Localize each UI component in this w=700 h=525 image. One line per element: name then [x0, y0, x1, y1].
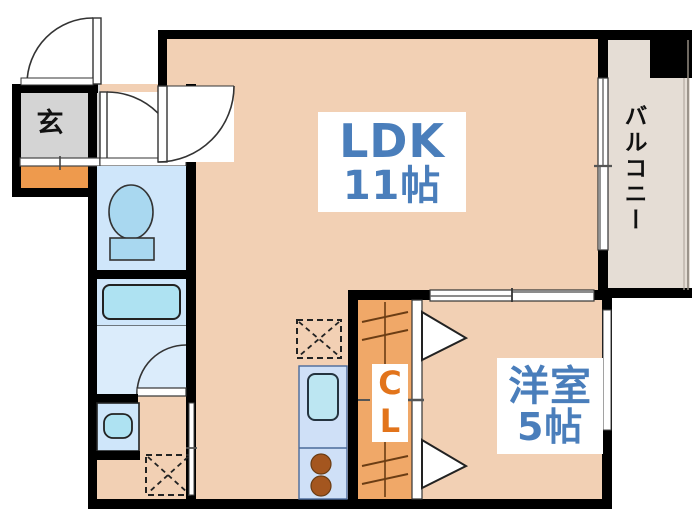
closet-hanger-2b: [361, 473, 409, 485]
wall-entrance-bottom: [12, 188, 98, 197]
kitchen-sink-basin: [307, 373, 339, 421]
wall-closet-left: [348, 290, 358, 509]
ldk-label-line1: LDK: [339, 113, 445, 168]
entrance-door-swing-arc: [26, 17, 94, 85]
wall-hall-right: [186, 84, 196, 508]
kitchen-counter: [298, 365, 348, 500]
washroom-fill: [97, 326, 186, 394]
wall-balcony-top: [608, 30, 652, 40]
entrance-door-panel: [92, 17, 102, 85]
wall-toilet-bathroom: [88, 270, 196, 279]
balcony-railing: [683, 40, 689, 290]
balcony-floor: [608, 38, 690, 296]
bedroom-sliding-door[interactable]: [429, 288, 595, 302]
bathroom-door-panel: [136, 387, 187, 397]
bedroom-label-line1: 洋室: [508, 361, 592, 410]
entrance-door[interactable]: [20, 17, 102, 86]
fridge-outline: [296, 319, 342, 359]
ldk-door[interactable]: [157, 85, 235, 163]
closet-hanger-1b: [361, 329, 409, 341]
room-label-closet: C L: [372, 364, 408, 442]
bedroom-window: [602, 309, 612, 431]
refrigerator-space: [296, 319, 342, 359]
ldk-door-panel: [157, 85, 168, 163]
ldk-label-line2: 11帖: [342, 163, 442, 210]
wall-top: [158, 30, 614, 39]
wall-balcony-nub: [598, 250, 608, 298]
closet-hanger-2a: [361, 455, 409, 467]
cooktop-burner-1: [310, 453, 332, 475]
toilet: [97, 166, 186, 270]
closet-door-leaf-top: [421, 310, 469, 362]
bedroom-window-frame: [602, 309, 612, 431]
cooktop-burner-2: [310, 475, 332, 497]
ldk-door-opening: [158, 86, 234, 162]
closet-label-line1: C: [378, 364, 402, 403]
bathtub: [102, 284, 181, 320]
bathroom-door-swing-arc: [136, 344, 187, 395]
hall-door-panel: [99, 91, 108, 165]
hall-tick-rail: [188, 402, 195, 496]
room-label-ldk: LDK 11帖: [318, 112, 466, 212]
wall-balcony-top-right: [650, 30, 692, 78]
closet-bifold-doors[interactable]: [404, 299, 469, 500]
closet-label-line2: L: [379, 402, 401, 440]
bathroom-door[interactable]: [136, 344, 187, 397]
wall-kitchen-bottom: [186, 499, 350, 509]
room-label-entrance: 玄: [36, 107, 64, 139]
toilet-tank: [109, 237, 155, 261]
wall-hall-left: [88, 84, 97, 508]
wall-vanity-bottom: [88, 451, 140, 460]
ldk-door-swing-arc: [157, 85, 235, 163]
bedroom-label-line2: 5帖: [516, 404, 584, 449]
room-label-bedroom: 洋室 5帖: [497, 358, 603, 454]
bathroom: [97, 279, 186, 394]
wall-bath-washroom: [88, 394, 138, 403]
closet-hanger-1a: [361, 311, 409, 323]
wall-entrance-left: [12, 84, 21, 196]
entrance-threshold: [20, 77, 94, 86]
closet-door-leaf-bottom: [421, 438, 469, 490]
wall-ldk-left-upper: [158, 30, 167, 86]
room-label-balcony: バルコニー: [620, 103, 646, 233]
wall-balcony-bottom: [598, 288, 692, 298]
balcony-sliding-door[interactable]: [594, 77, 612, 251]
wall-entrance-top: [12, 84, 98, 93]
genkan-floor: [20, 84, 100, 164]
wash-basin-bowl: [103, 413, 133, 439]
hall-partition-ticks: [186, 402, 197, 496]
wash-basin: [96, 402, 140, 452]
toilet-bowl: [108, 184, 154, 240]
